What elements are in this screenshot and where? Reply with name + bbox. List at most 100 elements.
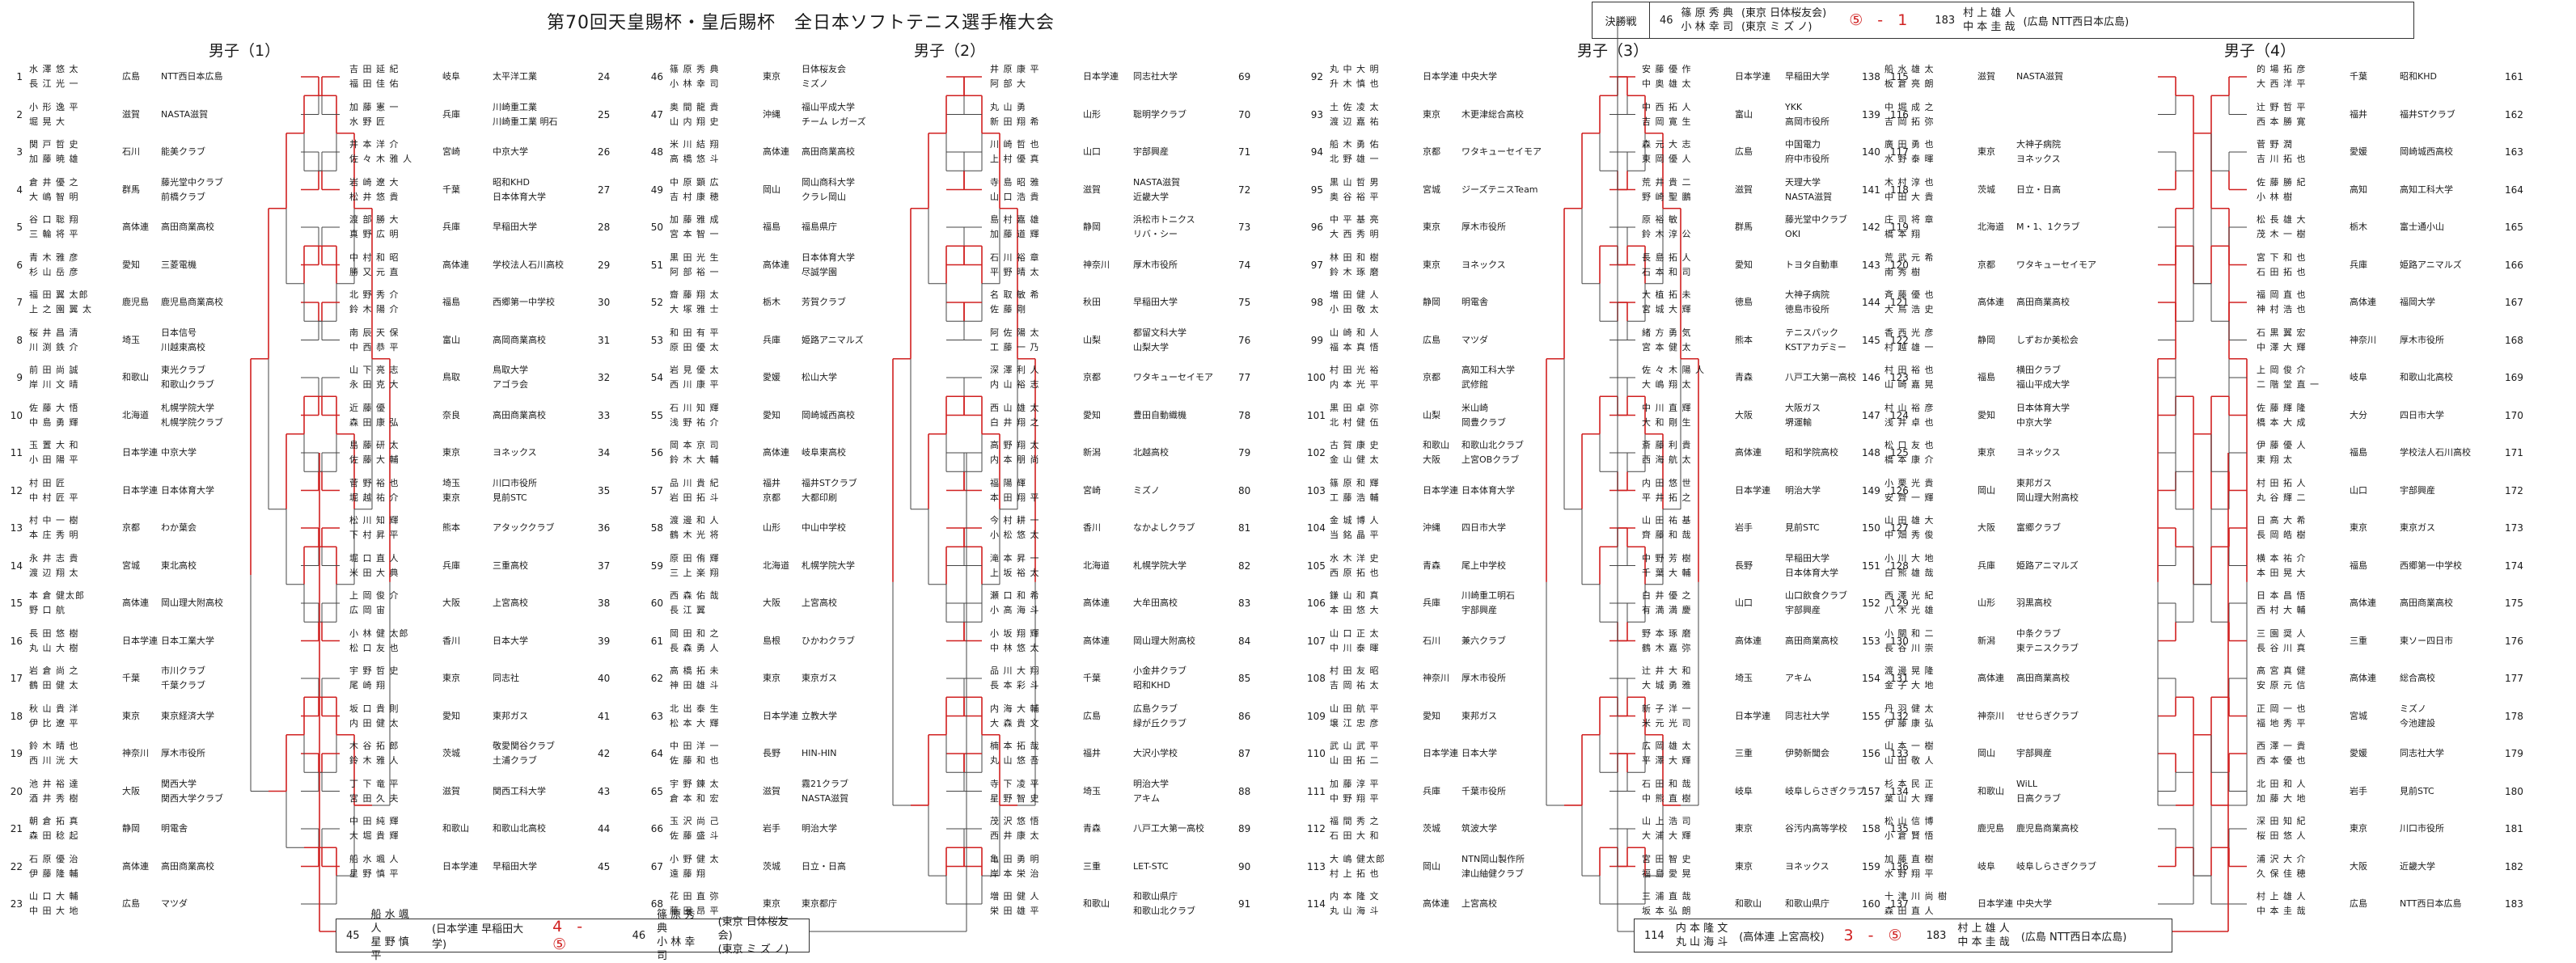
player-name: 中 熊 直 樹 <box>1642 792 1692 804</box>
prefecture-label: 大阪 <box>442 598 460 608</box>
prefecture-label: 秋田 <box>1083 297 1101 307</box>
entry-players: 福 陽 輝本 田 翔 平 <box>990 476 1075 505</box>
entry-prefecture: 高知 <box>2350 183 2392 197</box>
entry-number: 47 <box>650 108 663 120</box>
entry-team: 総合高校 <box>2400 671 2497 686</box>
team-name: 太平洋工業 <box>493 71 537 82</box>
entry-team: LET-STC <box>1133 860 1230 874</box>
player-name: 中 本 圭 哉 <box>1957 936 2010 948</box>
entry-number: 6 <box>16 259 23 271</box>
player-name: 金 城 博 人 <box>1330 515 1380 526</box>
player-name: 内 田 健 太 <box>349 717 400 729</box>
entry-team: 千葉市役所 <box>1461 784 1559 799</box>
entry-players: 辻 野 哲 平西 本 勝 寛 <box>2257 100 2341 129</box>
entry-players: 鎌 山 和 真本 田 悠 大 <box>1330 589 1415 618</box>
entry-team: なかよしクラブ <box>1133 521 1230 535</box>
entry-team: 高田商業高校 <box>2016 295 2113 310</box>
entry-prefecture: 東京 <box>763 70 793 84</box>
entry-players: 今 村 耕 一小 松 悠 太 <box>990 513 1075 543</box>
prefecture-label: 高体連 <box>1735 447 1762 458</box>
player-name: 寺 下 凌 平 <box>990 778 1040 789</box>
entry-team: 東邦ガス <box>1461 709 1559 724</box>
team-name: 東北高校 <box>161 560 197 571</box>
entry-number: 13 <box>10 522 23 534</box>
entry-players: 大 植 拓 未宮 城 大 輝 <box>1642 288 1727 317</box>
player-name: 米 田 大 典 <box>349 567 400 578</box>
entry-number: 159 <box>1862 860 1880 872</box>
entry-number: 117 <box>1890 146 1909 158</box>
team-name: 中国電力 <box>1785 139 1821 150</box>
team-name: 四日市大学 <box>1461 522 1506 533</box>
entry-team: 川口市役所 <box>2400 822 2497 836</box>
player-name: 白 井 翔 之 <box>990 416 1040 428</box>
player-name: 長 岡 皓 樹 <box>2257 530 2307 540</box>
player-name: 尾 崎 翔 <box>349 680 386 691</box>
entry-number: 161 <box>2505 71 2523 82</box>
entry-players: 中 平 基 亮大 西 秀 明 <box>1330 213 1415 242</box>
player-name: 高 橋 悠 斗 <box>670 154 720 164</box>
entry-players: 浦 沢 大 介久 保 佳 穂 <box>2257 852 2341 881</box>
entry-number: 105 <box>1307 560 1326 572</box>
entry-prefecture: 岡山 <box>1423 860 1453 874</box>
prefecture-label: 滋賀 <box>1735 184 1753 195</box>
entry-number: 162 <box>2505 108 2523 120</box>
team-name: 岐阜しらさぎクラブ <box>1785 785 1865 796</box>
entry-team: 見前STC <box>1785 521 1882 535</box>
semi-right-team: (広島 NTT西日本広島) <box>2020 931 2127 944</box>
player-name: 緒 方 勇 気 <box>1642 327 1692 338</box>
team-name: 早稲田大学 <box>1133 297 1178 307</box>
prefecture-label: 東京 <box>1977 146 1995 157</box>
team-name: アキム <box>1785 673 1812 683</box>
player-name: 北 野 雄 一 <box>1330 154 1380 164</box>
entry-team: 羽黒高校 <box>2016 596 2113 610</box>
entry-prefecture: 京都 <box>1423 370 1453 385</box>
entry-prefecture: 徳島 <box>1735 295 1777 310</box>
team-name: マツダ <box>1461 334 1488 345</box>
player-name: 小 田 陽 平 <box>29 454 79 465</box>
entry-prefecture: 千葉 <box>2350 70 2392 84</box>
prefecture-label: 京都 <box>122 522 140 533</box>
player-name: 福 地 秀 平 <box>2257 717 2307 729</box>
player-name: 小 林 幸 司 <box>1681 21 1733 33</box>
entry-team: しずおか美松会 <box>2016 333 2113 348</box>
entry-number: 131 <box>1890 673 1909 684</box>
team-name: 富郷クラブ <box>2016 522 2061 533</box>
player-name: 深 田 知 紀 <box>2257 816 2307 826</box>
entry-number: 174 <box>2505 560 2523 572</box>
entry-players: 本 倉 健太郎野 口 航 <box>29 589 114 618</box>
player-name: 野 崎 聖 鵬 <box>1642 191 1692 202</box>
entry-team: 明電舎 <box>1461 295 1559 310</box>
entry-team: 日本体育大学 <box>1461 484 1559 498</box>
prefecture-label: 岡山 <box>1423 860 1440 872</box>
entry-players: 的 場 拓 彦大 西 洋 平 <box>2257 62 2341 91</box>
prefecture-label: 三重 <box>2350 635 2367 646</box>
prefecture-label: 福井 <box>763 477 780 488</box>
player-name: 西 村 大 輔 <box>2257 605 2307 615</box>
prefecture-label: 茨城 <box>763 860 780 872</box>
player-name: 滝 本 昇 一 <box>990 552 1040 564</box>
player-name: 斉 藤 優 也 <box>1884 289 1935 300</box>
entry-number: 23 <box>10 898 23 910</box>
semi-left-num: 45 <box>346 929 360 942</box>
entry-team: わか葉会 <box>161 521 258 535</box>
team-name: 同志社大学 <box>1133 71 1178 82</box>
entry-players: 北 野 秀 介鈴 木 陽 介 <box>349 288 434 317</box>
entry-players: 斉 藤 優 也大 鳥 浩 史 <box>1884 288 1969 317</box>
entry-prefecture: 神奈川 <box>1977 709 2008 724</box>
entry-team: 中京大学 <box>493 145 590 159</box>
team-name: NTN岡山製作所 <box>1461 853 1525 864</box>
entry-team: 浜松市トニクスリバ・シー <box>1133 213 1230 242</box>
player-name: 神 田 雄 斗 <box>670 680 720 691</box>
player-name: 中 村 匠 平 <box>29 492 79 503</box>
